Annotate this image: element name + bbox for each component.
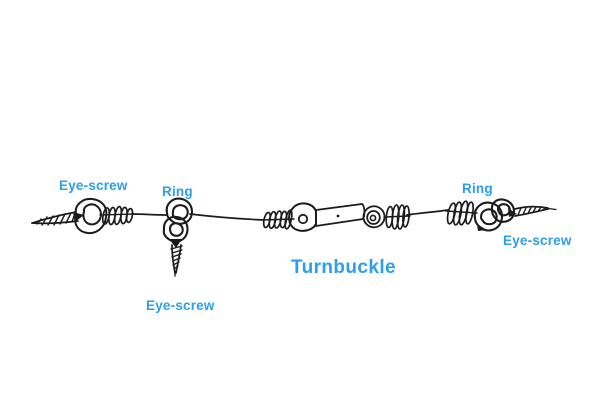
label-eye-screw-left: Eye-screw	[59, 178, 128, 193]
label-eye-screw-right: Eye-screw	[503, 233, 572, 248]
label-ring-left: Ring	[162, 184, 193, 199]
right-eye-screw-drawing	[514, 205, 557, 217]
turnbuckle-drawing	[261, 202, 411, 232]
label-turnbuckle: Turnbuckle	[291, 257, 396, 278]
label-eye-screw-bottom: Eye-screw	[146, 298, 215, 313]
label-ring-right: Ring	[462, 181, 493, 196]
right-ring-drawing	[445, 198, 517, 232]
wire-drawing	[131, 209, 449, 221]
left-ring-drawing	[162, 197, 194, 248]
left-eye-screw-drawing	[31, 197, 135, 235]
bottom-eye-screw-drawing	[170, 244, 183, 277]
